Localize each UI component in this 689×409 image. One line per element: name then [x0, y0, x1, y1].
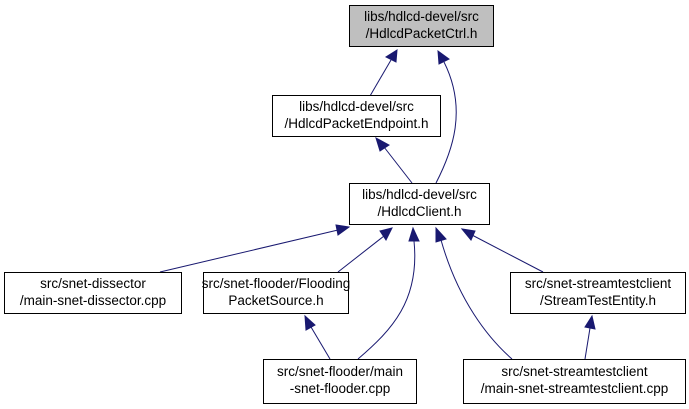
edge-flooder-main-to-flooding [304, 314, 331, 360]
edge-stream-main-to-stream-entity [584, 314, 596, 360]
node-label-line1: src/snet-streamtestclient [501, 364, 648, 379]
node-hdlcd-packet-endpoint[interactable]: libs/hdlcd-devel/src /HdlcdPacketEndpoin… [272, 95, 441, 137]
node-label-line1: src/snet-flooder/Flooding [202, 276, 351, 291]
node-label-line1: src/snet-flooder/main [277, 364, 403, 379]
edge-endpoint-to-root [369, 49, 398, 97]
node-label-line1: libs/hdlcd-devel/src [364, 9, 479, 24]
node-label-line2: PacketSource.h [228, 293, 323, 308]
edge-flooding-to-client [337, 227, 393, 273]
edge-flooder-main-to-client [357, 226, 420, 360]
node-hdlcd-client[interactable]: libs/hdlcd-devel/src /HdlcdClient.h [349, 183, 490, 225]
node-label-line2: /HdlcdPacketCtrl.h [366, 26, 478, 41]
node-label-line1: libs/hdlcd-devel/src [299, 99, 414, 114]
edge-stream-entity-to-client [460, 228, 544, 273]
node-label-line1: src/snet-dissector [40, 276, 146, 291]
node-label-line2: -snet-flooder.cpp [290, 381, 391, 396]
node-main-snet-streamtestclient[interactable]: src/snet-streamtestclient /main-snet-str… [463, 359, 686, 404]
edge-client-to-root [435, 49, 457, 184]
node-flooding-packet-source[interactable]: src/snet-flooder/Flooding PacketSource.h [202, 272, 351, 314]
node-label-line2: /HdlcdPacketEndpoint.h [284, 116, 428, 131]
node-hdlcd-packet-ctrl[interactable]: libs/hdlcd-devel/src /HdlcdPacketCtrl.h [349, 5, 494, 47]
node-label-line1: libs/hdlcd-devel/src [362, 187, 477, 202]
node-main-snet-flooder[interactable]: src/snet-flooder/main -snet-flooder.cpp [263, 359, 417, 404]
node-label-line2: /main-snet-streamtestclient.cpp [481, 381, 669, 396]
edge-stream-main-to-client [435, 226, 513, 360]
node-label-line2: /HdlcdClient.h [377, 204, 461, 219]
node-label-line2: /StreamTestEntity.h [540, 293, 656, 308]
edge-dissector-to-client [159, 224, 351, 273]
node-main-snet-dissector[interactable]: src/snet-dissector /main-snet-dissector.… [4, 272, 182, 314]
edge-client-to-endpoint [375, 136, 413, 184]
node-label-line1: src/snet-streamtestclient [525, 276, 672, 291]
node-label-line2: /main-snet-dissector.cpp [20, 293, 166, 308]
node-stream-test-entity[interactable]: src/snet-streamtestclient /StreamTestEnt… [510, 272, 686, 314]
